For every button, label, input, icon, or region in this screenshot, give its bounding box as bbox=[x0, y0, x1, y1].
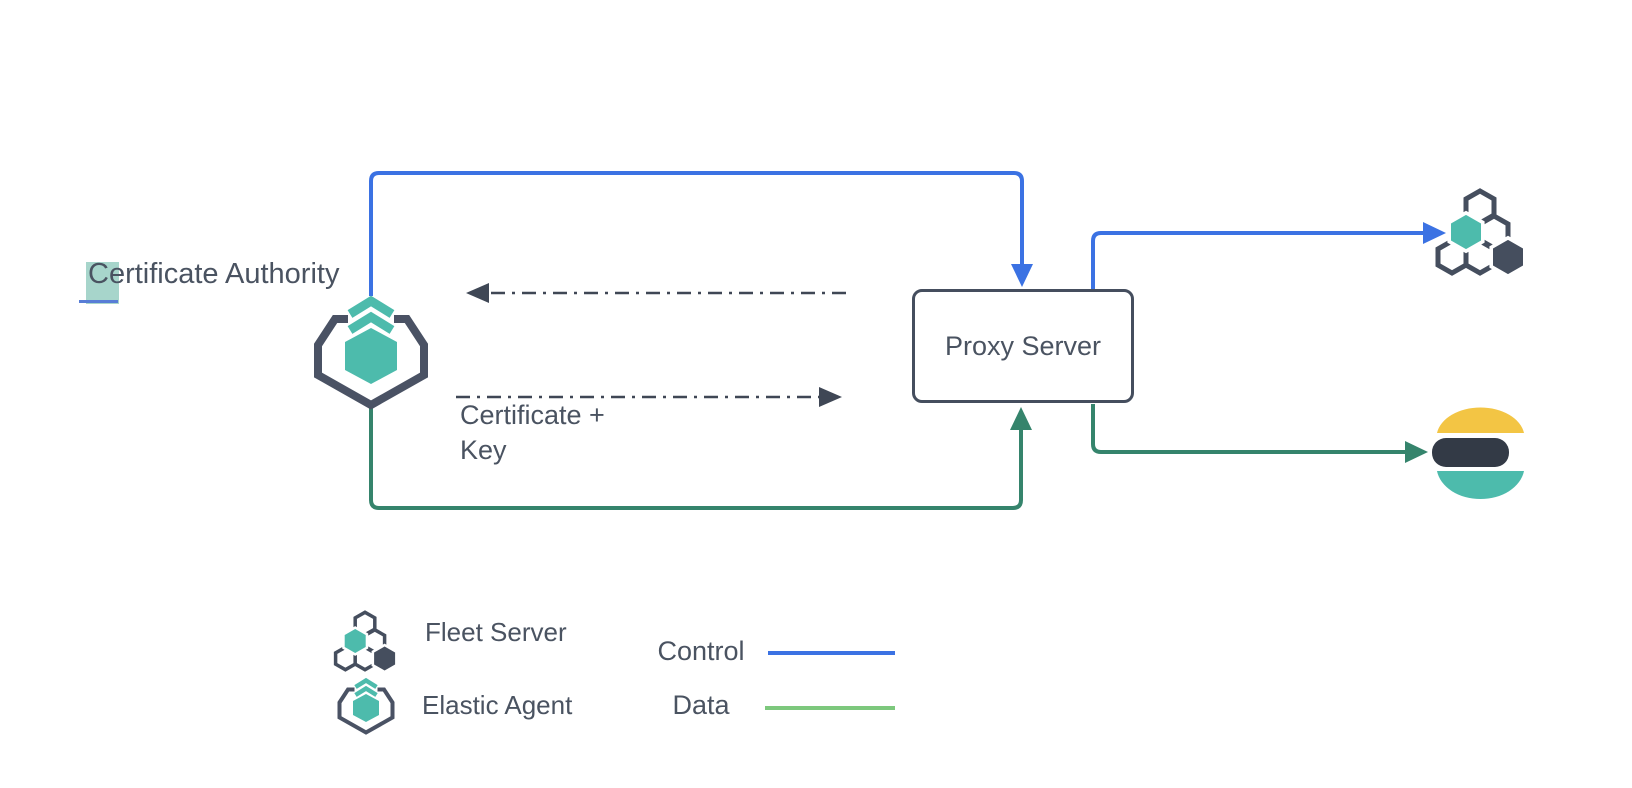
elastic-agent-icon[interactable] bbox=[318, 301, 424, 405]
legend-elastic-agent-label[interactable]: Elastic Agent bbox=[422, 690, 573, 720]
proxy-server-label: Proxy Server bbox=[944, 330, 1102, 361]
elasticsearch-top-segment bbox=[1437, 407, 1524, 433]
legend-fleet-server-icon[interactable] bbox=[333, 610, 399, 674]
control-connector-proxy-to-fleet[interactable] bbox=[1091, 222, 1446, 289]
fleet-server-icon[interactable] bbox=[1438, 191, 1525, 276]
elasticsearch-middle-bar bbox=[1432, 438, 1509, 467]
arrowhead-down-icon bbox=[1011, 264, 1033, 287]
certificate-key-label[interactable]: Certificate + Key bbox=[460, 400, 605, 465]
legend-fleet-server-label[interactable]: Fleet Server bbox=[425, 617, 567, 647]
text-selection-highlight bbox=[86, 262, 119, 304]
legend-control-label[interactable]: Control bbox=[657, 636, 745, 666]
proxy-server-box[interactable]: Proxy Server bbox=[912, 289, 1134, 403]
arrowhead-right-icon bbox=[1405, 441, 1428, 463]
legend-data-label[interactable]: Data bbox=[672, 690, 730, 720]
control-connector-agent-to-proxy[interactable] bbox=[369, 171, 1033, 296]
data-connector-agent-to-proxy[interactable] bbox=[369, 405, 1032, 510]
legend-elastic-agent-icon[interactable] bbox=[340, 681, 393, 733]
elasticsearch-bottom-segment bbox=[1437, 471, 1524, 500]
arrowhead-up-icon bbox=[1010, 407, 1032, 430]
elasticsearch-icon[interactable] bbox=[1432, 407, 1524, 500]
data-connector-proxy-to-elasticsearch[interactable] bbox=[1091, 404, 1428, 463]
arrowhead-right-icon bbox=[1423, 222, 1446, 244]
dashed-connector-left[interactable] bbox=[466, 283, 846, 303]
arrowhead-right-icon bbox=[819, 387, 842, 407]
dashed-connector-certificate-key[interactable] bbox=[456, 387, 842, 407]
arrowhead-left-icon bbox=[466, 283, 489, 303]
text-cursor-underline bbox=[79, 300, 118, 303]
certificate-authority-label[interactable]: Certificate Authority bbox=[88, 258, 340, 290]
